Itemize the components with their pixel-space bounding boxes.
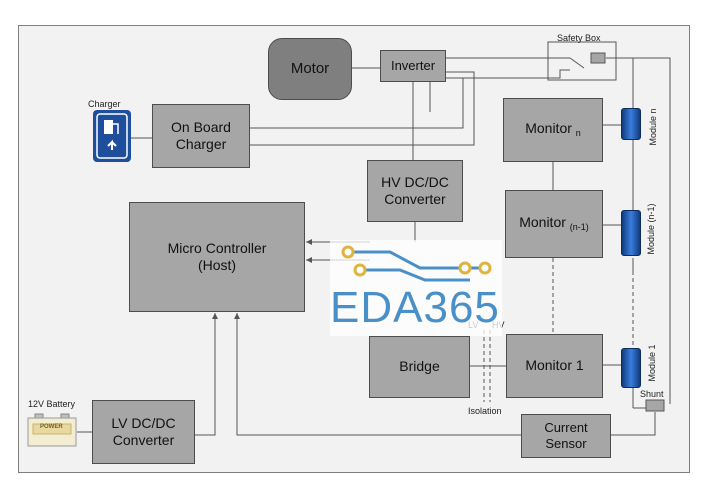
battery-12v-label: 12V Battery: [28, 399, 76, 409]
motor-block: Motor: [268, 38, 352, 100]
monitor-1-label: Monitor 1: [525, 357, 584, 374]
on-board-charger-line1: On Board: [171, 118, 231, 135]
battery-power-text: POWER: [40, 424, 63, 430]
micro-controller-line2: (Host): [197, 257, 237, 273]
monitor-n1-sub: (n-1): [569, 222, 589, 233]
monitor-1-block: Monitor 1: [506, 334, 603, 398]
inverter-block: Inverter: [380, 50, 446, 82]
micro-controller-block: Micro Controller (Host): [129, 202, 305, 312]
battery-12v-icon: POWER: [27, 412, 77, 448]
motor-label: Motor: [290, 59, 330, 77]
watermark: EDA365: [330, 240, 502, 336]
on-board-charger-block: On Board Charger: [152, 104, 250, 168]
lv-dcdc-line1: LV DC/DC: [111, 414, 176, 431]
bridge-block: Bridge: [369, 336, 470, 398]
lv-dcdc-line2: Converter: [112, 432, 175, 448]
module-1-label: Module 1: [647, 344, 657, 382]
battery-cell-module-n: [621, 108, 641, 140]
module-n-label: Module n: [648, 108, 658, 146]
monitor-n1-block: Monitor (n-1): [505, 190, 603, 258]
hv-dcdc-block: HV DC/DC Converter: [367, 160, 463, 222]
current-sensor-block: Current Sensor: [521, 414, 611, 458]
battery-cell-module-1: [621, 348, 641, 388]
on-board-charger-line2: Charger: [175, 136, 227, 152]
charger-label: Charger: [88, 99, 121, 109]
monitor-n-block: Monitor n: [503, 98, 603, 162]
bridge-label: Bridge: [399, 358, 440, 375]
charger-icon: [93, 110, 131, 162]
hv-dcdc-line1: HV DC/DC: [381, 173, 449, 190]
safety-box-label: Safety Box: [557, 33, 601, 43]
monitor-n-sub: n: [575, 128, 581, 139]
micro-controller-line1: Micro Controller: [167, 239, 267, 256]
shunt-symbol: [645, 399, 665, 412]
monitor-n-label: Monitor: [525, 120, 572, 137]
current-sensor-line1: Current: [544, 419, 588, 435]
monitor-n1-label: Monitor: [519, 214, 566, 231]
battery-cell-module-n1: [621, 210, 641, 256]
inverter-label: Inverter: [390, 57, 436, 73]
safety-box-outline: [547, 41, 617, 81]
current-sensor-line2: Sensor: [545, 436, 587, 451]
module-n1-label: Module (n-1): [646, 203, 656, 255]
shunt-label: Shunt: [640, 389, 664, 399]
watermark-circuit-icon: [341, 245, 492, 282]
isolation-label: Isolation: [468, 406, 502, 416]
lv-dcdc-block: LV DC/DC Converter: [92, 400, 195, 464]
hv-dcdc-line2: Converter: [384, 191, 446, 207]
watermark-text: EDA365: [330, 283, 500, 332]
